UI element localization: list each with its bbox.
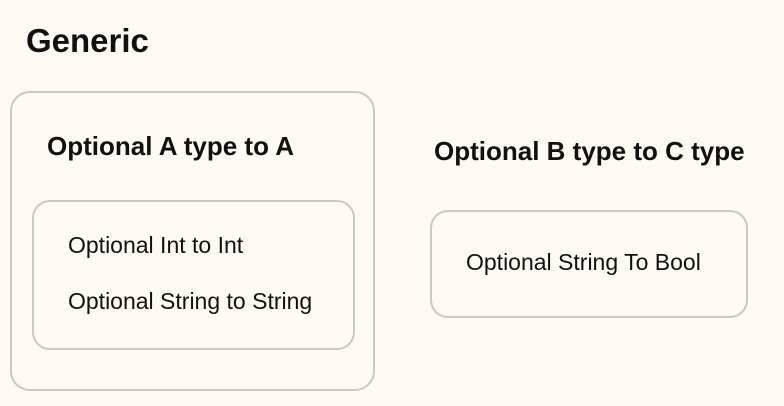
list-item-optional-string: Optional String to String (68, 288, 313, 314)
page-title: Generic (26, 22, 149, 59)
group-heading-optional-b: Optional B type to C type (434, 136, 745, 166)
list-item-optional-int: Optional Int to Int (68, 232, 244, 258)
item-list-optional-a (32, 200, 355, 350)
list-item-optional-string-to-bool: Optional String To Bool (466, 249, 701, 275)
item-list-optional-b (430, 210, 748, 318)
group-heading-optional-a: Optional A type to A (47, 131, 294, 161)
